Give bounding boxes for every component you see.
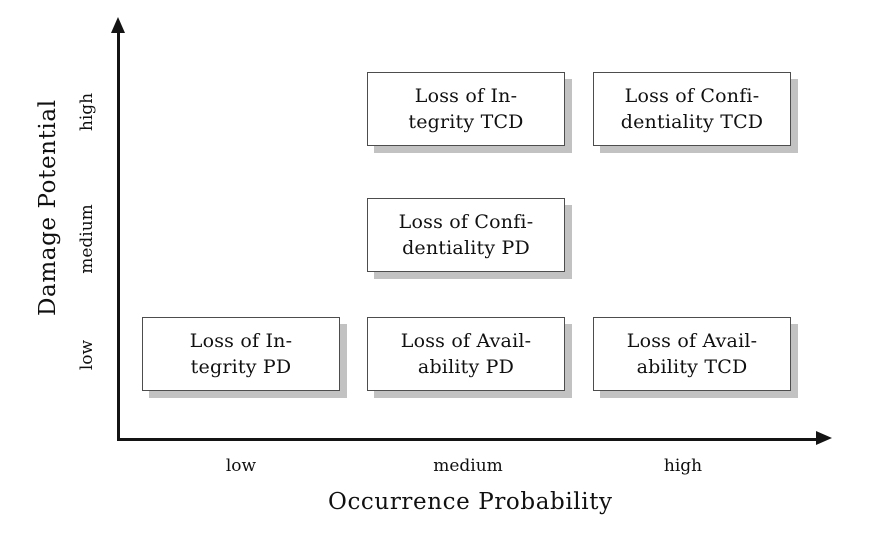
risk-box-line-2: dentiality PD xyxy=(402,237,530,259)
x-axis-tick-high: high xyxy=(663,456,703,476)
risk-box-line-2: tegrity TCD xyxy=(408,111,524,133)
risk-box-line-2: tegrity PD xyxy=(190,356,292,378)
risk-box-integrity-tcd[interactable]: Loss of In-tegrity TCD xyxy=(367,72,565,146)
x-axis-tick-medium: medium xyxy=(433,456,503,476)
y-axis-line xyxy=(117,30,120,441)
risk-box-availability-tcd[interactable]: Loss of Avail-ability TCD xyxy=(593,317,791,391)
x-axis-title: Occurrence Probability xyxy=(328,489,613,515)
x-axis-arrow-icon xyxy=(816,431,832,445)
risk-box-label: Loss of Avail-ability PD xyxy=(395,328,538,380)
y-axis-title: Damage Potential xyxy=(35,99,61,316)
risk-box-integrity-pd[interactable]: Loss of In-tegrity PD xyxy=(142,317,340,391)
y-axis-tick-low: low xyxy=(77,339,97,371)
risk-box-confidentiality-pd[interactable]: Loss of Confi-dentiality PD xyxy=(367,198,565,272)
risk-box-line-2: ability TCD xyxy=(636,356,748,378)
x-axis-tick-low: low xyxy=(225,456,257,476)
risk-box-line-2: ability PD xyxy=(417,356,515,378)
risk-box-line-1: Loss of Avail- xyxy=(400,329,532,352)
risk-box-confidentiality-tcd[interactable]: Loss of Confi-dentiality TCD xyxy=(593,72,791,146)
risk-box-label: Loss of Confi-dentiality TCD xyxy=(615,83,770,135)
y-axis-tick-medium: medium xyxy=(77,204,97,274)
y-axis-tick-high: high xyxy=(77,92,97,132)
risk-box-line-1: Loss of In- xyxy=(189,329,293,352)
risk-box-label: Loss of In-tegrity PD xyxy=(184,328,298,380)
risk-box-line-1: Loss of Confi- xyxy=(398,210,534,233)
risk-box-line-1: Loss of Confi- xyxy=(624,84,760,107)
risk-box-line-2: dentiality TCD xyxy=(620,111,764,133)
risk-box-label: Loss of Confi-dentiality PD xyxy=(393,209,540,261)
risk-box-line-1: Loss of In- xyxy=(414,84,518,107)
risk-box-label: Loss of Avail-ability TCD xyxy=(621,328,764,380)
x-axis-line xyxy=(117,438,819,441)
risk-box-label: Loss of In-tegrity TCD xyxy=(402,83,529,135)
risk-box-line-1: Loss of Avail- xyxy=(626,329,758,352)
y-axis-arrow-icon xyxy=(111,17,125,33)
risk-box-availability-pd[interactable]: Loss of Avail-ability PD xyxy=(367,317,565,391)
